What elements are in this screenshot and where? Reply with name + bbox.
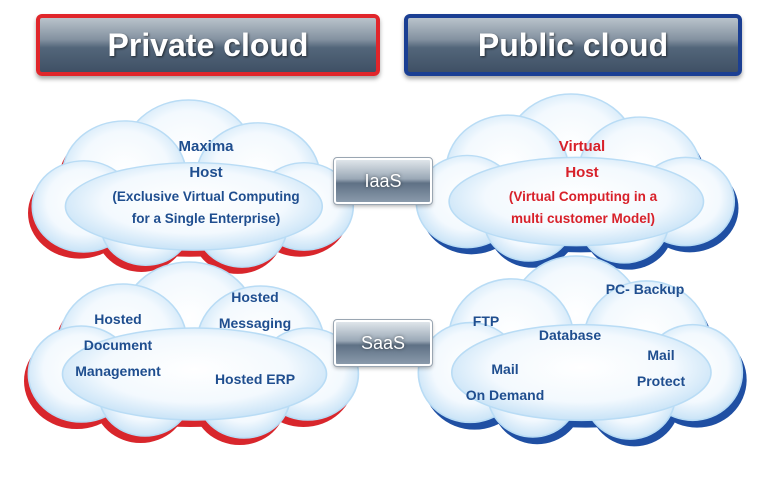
saas-badge: SaaS <box>333 319 433 367</box>
private-cloud-title: Private cloud <box>107 26 309 63</box>
multi-customer-label: multi customer Model) <box>510 211 655 226</box>
iaas-badge: IaaS <box>333 157 433 205</box>
hosted-document-management-line3: Management <box>75 363 161 379</box>
hosted-messaging-line2: Messaging <box>218 315 292 331</box>
single-enterprise-label: for a Single Enterprise) <box>131 211 281 226</box>
hosted-messaging-line1: Hosted <box>231 289 279 305</box>
virtual-host-label: Host <box>565 164 599 181</box>
virtual-label: Virtual <box>558 138 606 155</box>
host-label: Host <box>189 164 223 181</box>
exclusive-computing-label: (Exclusive Virtual Computing <box>112 189 300 204</box>
hosted-erp-label: Hosted ERP <box>214 371 296 387</box>
private-cloud-header: Private cloud <box>36 14 380 76</box>
pc-backup-label: PC- Backup <box>605 281 685 297</box>
mail-protect-line1: Mail <box>647 347 675 363</box>
hosted-document-management-line2: Document <box>83 337 153 353</box>
public-cloud-title: Public cloud <box>477 26 669 63</box>
mail-protect-line2: Protect <box>636 373 686 389</box>
saas-label: SaaS <box>360 332 406 353</box>
hosted-document-management-line1: Hosted <box>94 311 142 327</box>
database-label: Database <box>538 327 602 343</box>
ftp-label: FTP <box>472 313 500 329</box>
mail-on-demand-line2: On Demand <box>465 387 545 403</box>
iaas-label: IaaS <box>364 170 402 191</box>
virtual-computing-label: (Virtual Computing in a <box>508 189 658 204</box>
public-cloud-header: Public cloud <box>404 14 742 76</box>
mail-on-demand-line1: Mail <box>491 361 519 377</box>
maxima-label: Maxima <box>178 138 234 155</box>
